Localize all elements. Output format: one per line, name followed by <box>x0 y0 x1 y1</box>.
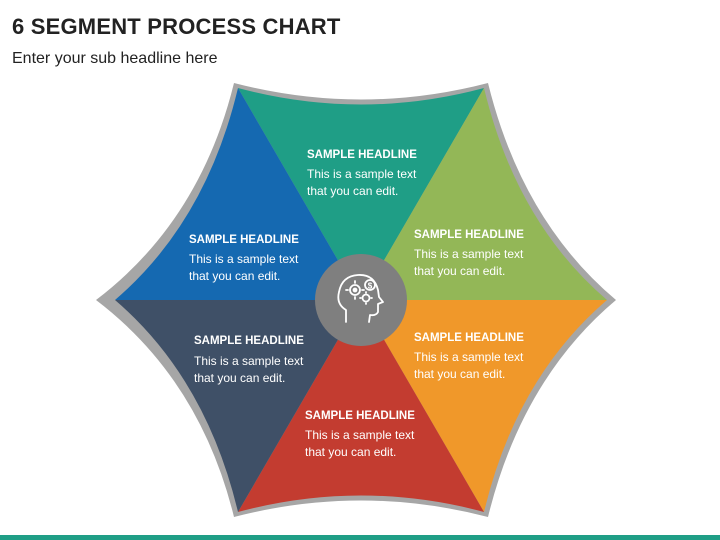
segment-upper-left-text-line1: This is a sample text <box>189 252 299 266</box>
segment-lower-left[interactable] <box>115 300 361 512</box>
segment-lower-right[interactable] <box>361 300 607 512</box>
segment-bottom[interactable] <box>238 300 484 512</box>
segment-upper-left[interactable] <box>115 88 361 300</box>
segment-top-text-line1: This is a sample text <box>307 167 417 181</box>
segment-lower-left-headline: SAMPLE HEADLINE <box>194 335 304 347</box>
page-subtitle: Enter your sub headline here <box>12 50 218 67</box>
segment-upper-right-text-line1: This is a sample text <box>414 247 524 261</box>
segment-lower-left-text-line2: that you can edit. <box>194 371 285 385</box>
head-gears-dollar-icon: $ <box>337 274 384 323</box>
segment-upper-right[interactable] <box>361 88 607 300</box>
segment-top-text-line2: that you can edit. <box>307 184 398 198</box>
segment-upper-right-headline: SAMPLE HEADLINE <box>414 229 524 241</box>
segment-top[interactable] <box>238 88 484 300</box>
segment-lower-right-text-line1: This is a sample text <box>414 350 524 364</box>
segment-bottom-text-line2: that you can edit. <box>305 445 396 459</box>
segment-bottom-headline: SAMPLE HEADLINE <box>305 410 415 422</box>
segment-lower-right-headline: SAMPLE HEADLINE <box>414 332 524 344</box>
page-title: 6 SEGMENT PROCESS CHART <box>12 14 341 39</box>
segment-top-headline: SAMPLE HEADLINE <box>307 149 417 161</box>
segment-upper-left-headline: SAMPLE HEADLINE <box>189 234 299 246</box>
center-circle <box>315 254 407 346</box>
segment-upper-left-text-line2: that you can edit. <box>189 269 280 283</box>
segment-lower-left-text-line1: This is a sample text <box>194 354 304 368</box>
svg-text:$: $ <box>368 282 373 291</box>
segment-lower-right-text-line2: that you can edit. <box>414 367 505 381</box>
segment-upper-right-text-line2: that you can edit. <box>414 264 505 278</box>
bottom-accent-bar <box>0 535 720 540</box>
segment-bottom-text-line1: This is a sample text <box>305 428 415 442</box>
